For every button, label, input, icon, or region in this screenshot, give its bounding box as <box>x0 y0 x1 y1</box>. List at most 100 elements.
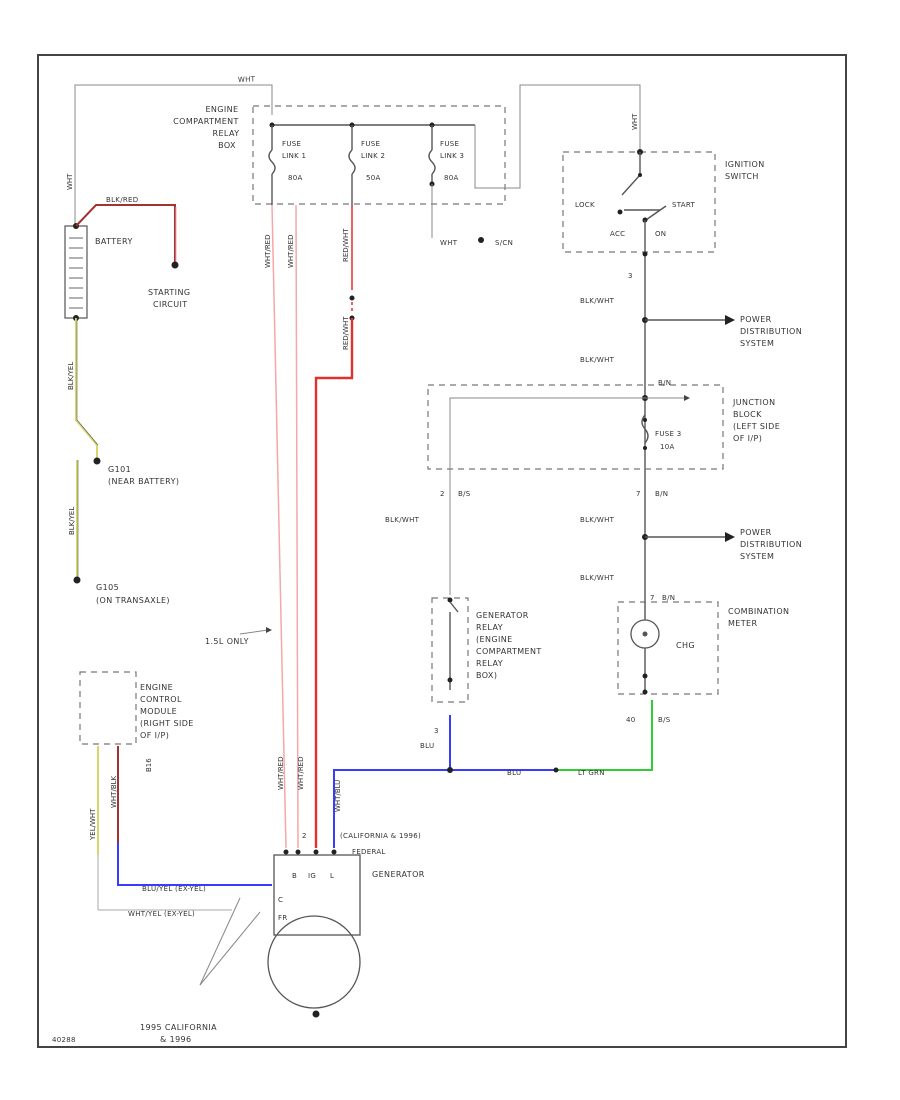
wire-red-wht <box>314 318 354 848</box>
engine-control-module: ENGINE CONTROL MODULE (RIGHT SIDE OF I/P… <box>79 671 272 918</box>
pds-1-label-a: POWER <box>740 315 772 324</box>
wire-label-wht-top: WHT <box>238 75 256 84</box>
ecm-pin-label: B16 <box>145 758 153 772</box>
connector-label-scn: S/CN <box>495 239 513 247</box>
wire-label-blk-wht-4: BLK/WHT <box>580 516 615 524</box>
generator-relay-label-5: RELAY <box>476 659 503 668</box>
relay-box-label-1: ENGINE <box>205 105 238 114</box>
charge-signal-wires: BLU WHT/BLU BLU LT GRN <box>333 700 653 848</box>
junction-block-label-4: OF I/P) <box>733 434 762 443</box>
wire-blk-yel-g101 <box>75 318 98 460</box>
fuse-link-3: FUSE LINK 3 80A <box>428 125 464 222</box>
fuse-link-3-label: FUSE <box>440 140 459 148</box>
fuse-link-3-rating: 80A <box>444 174 459 182</box>
wire-label-blk-wht-1: BLK/WHT <box>580 297 615 305</box>
fuse-link-1-label-b: LINK 1 <box>282 152 306 160</box>
ecm-label-4: (RIGHT SIDE <box>140 719 194 728</box>
wire-lt-grn <box>556 700 653 771</box>
wire-label-wht-red-a: WHT/RED <box>264 235 272 269</box>
wire-label-blu-yel-ex: BLU/YEL (EX-YEL) <box>142 885 206 893</box>
starting-circuit-label-2: CIRCUIT <box>153 300 188 309</box>
gen-term-ig: IG <box>308 872 316 880</box>
gen-term-b: B <box>292 872 297 880</box>
g105-label-2: (ON TRANSAXLE) <box>96 596 170 605</box>
g101-label: G101 <box>108 465 131 474</box>
battery-label: BATTERY <box>95 237 133 246</box>
wire-blu <box>333 769 556 848</box>
pin-2-label: 2 <box>440 490 445 498</box>
fuse-link-2: FUSE LINK 2 50A <box>348 125 385 205</box>
generator: 2 (CALIFORNIA & 1996) FEDERAL GENERATOR … <box>140 832 425 1044</box>
relay-box-label-3: RELAY <box>213 129 240 138</box>
ignition-on-label: ON <box>655 230 666 238</box>
wire-label-lt-grn: LT GRN <box>578 769 605 777</box>
relay-box-label-4: BOX <box>218 141 236 150</box>
junction-block-label-2: BLOCK <box>733 410 762 419</box>
pin-40-conn-label: B/S <box>658 716 671 724</box>
fuse3-label: FUSE 3 <box>655 430 682 438</box>
wire-label-blu-1: BLU <box>420 742 434 750</box>
generator-relay-label-1: GENERATOR <box>476 611 529 620</box>
generator-relay-label-3: (ENGINE <box>476 635 513 644</box>
pin-2-conn-label: B/S <box>458 490 471 498</box>
ignition-switch-label-1: IGNITION <box>725 160 765 169</box>
wire-label-blu-2: BLU <box>507 769 521 777</box>
wire-label-blk-yel-2: BLK/YEL <box>68 507 76 535</box>
pds-2-label-b: DISTRIBUTION <box>740 540 802 549</box>
wire-label-wht-yel-ex: WHT/YEL (EX-YEL) <box>128 910 195 918</box>
wire-label-wht-left: WHT <box>66 173 74 190</box>
wire-label-blk-wht-2: BLK/WHT <box>580 356 615 364</box>
wire-blk-yel-to-generator <box>117 842 272 886</box>
generator-relay: GENERATOR RELAY (ENGINE COMPARTMENT RELA… <box>431 470 541 735</box>
gen-term-l: L <box>330 872 334 880</box>
wire-label-red-wht-b: RED/WHT <box>342 316 350 350</box>
wire-label-wht-blk: WHT/BLK <box>110 775 118 808</box>
pds-1-label-c: SYSTEM <box>740 339 774 348</box>
wire-label-blk-red: BLK/RED <box>106 196 138 204</box>
cal-pin: 2 <box>302 832 307 840</box>
pds-2-label-c: SYSTEM <box>740 552 774 561</box>
ignition-pin: 3 <box>628 272 633 280</box>
ignition-switch: IGNITION SWITCH LOCK START ACC ON 3 <box>562 149 765 280</box>
note-label-2: & 1996 <box>160 1035 192 1044</box>
generator-relay-pin: 3 <box>434 727 439 735</box>
wire-label-blk-wht-3: BLK/WHT <box>385 516 420 524</box>
ecm-label-5: OF I/P) <box>140 731 169 740</box>
wire-label-blk-yel-1: BLK/YEL <box>67 362 75 390</box>
engine-compartment-relay-box: ENGINE COMPARTMENT RELAY BOX FUSE LINK 1… <box>173 84 641 247</box>
pds-2-label-a: POWER <box>740 528 772 537</box>
starting-circuit-label-1: STARTING <box>148 288 190 297</box>
junction-block-label-1: JUNCTION <box>732 398 776 407</box>
junction-block <box>427 384 724 470</box>
diagram-frame <box>37 54 847 1048</box>
fifteen-only-label: 1.5L ONLY <box>205 637 249 646</box>
generator-label: GENERATOR <box>372 870 425 879</box>
cm-conn-top: B/N <box>662 594 675 602</box>
main-power-wires: WHT/RED WHT/RED RED/WHT RED/WHT 1.5L ONL… <box>205 204 355 849</box>
gen-term-c: C <box>278 896 283 904</box>
combination-meter: 7 B/N COMBINATION METER CHG 40 B/S <box>617 594 789 724</box>
g105-label: G105 <box>96 583 119 592</box>
pin-7-conn-label: B/N <box>655 490 668 498</box>
fuse-link-2-label: FUSE <box>361 140 380 148</box>
generator-relay-label-2: RELAY <box>476 623 503 632</box>
jb-pin-top: B/N <box>658 379 671 387</box>
junction-block-label-3: (LEFT SIDE <box>733 422 780 431</box>
cm-pin-top: 7 <box>650 594 655 602</box>
ecm-label-2: CONTROL <box>140 695 182 704</box>
ecm-label-3: MODULE <box>140 707 177 716</box>
pin-40-label: 40 <box>626 716 636 724</box>
cal-label: (CALIFORNIA & 1996) <box>340 832 421 840</box>
fuse3-rating: 10A <box>660 443 675 451</box>
wire-label-wht-red-c: WHT/RED <box>277 757 285 791</box>
pds-1-label-b: DISTRIBUTION <box>740 327 802 336</box>
fuse-link-1: FUSE LINK 1 80A <box>268 125 306 205</box>
generator-relay-label-6: BOX) <box>476 671 497 680</box>
fuse-link-2-rating: 50A <box>366 174 381 182</box>
pin-7-label: 7 <box>636 490 641 498</box>
battery-circuit: WHT WHT BATTERY BLK/RED STARTING CIRCUIT… <box>64 75 273 605</box>
wire-blk-red <box>75 204 176 262</box>
wire-label-wht-blu: WHT/BLU <box>334 780 342 812</box>
fuse-link-1-rating: 80A <box>288 174 303 182</box>
